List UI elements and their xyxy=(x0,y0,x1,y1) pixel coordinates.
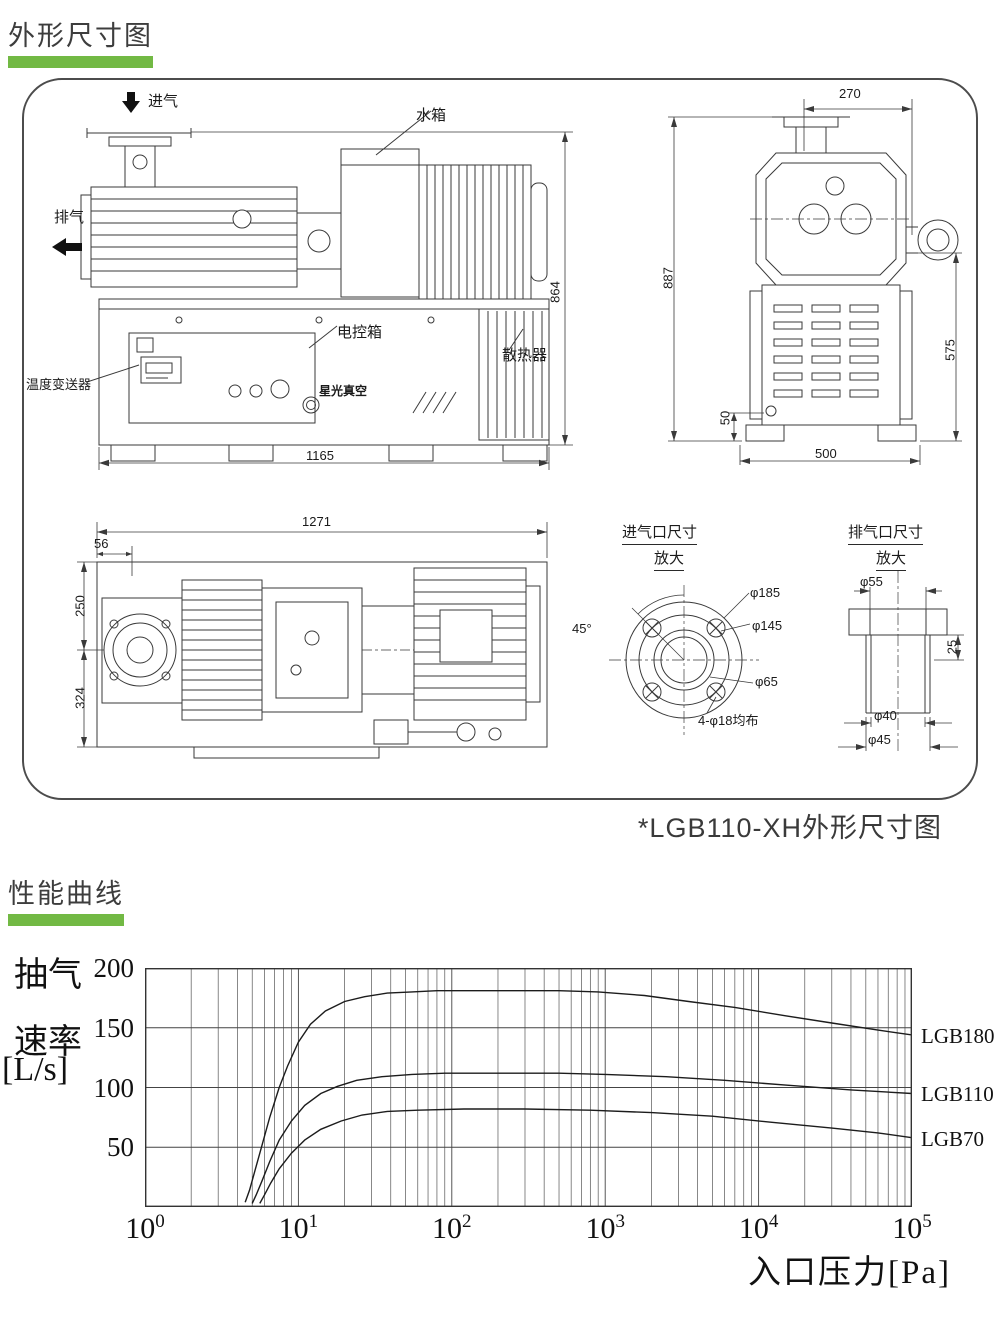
dim-575: 575 xyxy=(942,339,958,361)
x-tick-10e4: 104 xyxy=(738,1211,779,1245)
y-tick-200: 200 xyxy=(93,953,135,983)
top-view-drawing xyxy=(77,522,548,759)
section-title-dimensions: 外形尺寸图 xyxy=(8,14,153,68)
series-label-LGB180: LGB180 xyxy=(921,1023,995,1048)
curve-LGB180 xyxy=(244,990,912,1203)
dim-270: 270 xyxy=(839,86,861,101)
dim-phi45: φ45 xyxy=(868,732,891,747)
inlet-label: 进气 xyxy=(148,93,179,110)
inlet-down-arrow-icon xyxy=(122,92,140,113)
series-label-LGB70: LGB70 xyxy=(921,1126,984,1151)
temp-transmitter-label: 温度变送器 xyxy=(26,377,92,392)
dimensions-title-text: 外形尺寸图 xyxy=(8,21,153,51)
exhaust-left-arrow-icon xyxy=(52,238,82,256)
brand-logo-text: 星光真空 xyxy=(319,384,368,398)
y-axis-label-line3: [L/s] xyxy=(2,1051,69,1088)
bolt-pattern-note: 4-φ18均布 xyxy=(698,713,759,728)
inlet-detail-title: 进气口尺寸 xyxy=(622,521,698,545)
radiator-label: 散热器 xyxy=(502,347,548,364)
front-view-drawing xyxy=(80,110,573,470)
dim-25: 25 xyxy=(944,639,960,655)
y-tick-50: 50 xyxy=(107,1132,134,1163)
dim-864: 864 xyxy=(547,281,563,303)
side-view-drawing xyxy=(668,99,962,465)
dim-phi65: φ65 xyxy=(755,674,778,689)
dim-50: 50 xyxy=(717,410,733,426)
water-tank-label: 水箱 xyxy=(416,107,447,124)
series-label-LGB110: LGB110 xyxy=(921,1082,994,1107)
dim-887: 887 xyxy=(660,267,676,289)
accent-underline xyxy=(8,914,124,926)
inlet-callout: 进气 xyxy=(122,90,178,113)
section-title-performance: 性能曲线 xyxy=(8,872,124,926)
curve-LGB110 xyxy=(251,1072,912,1204)
dim-phi40: φ40 xyxy=(874,708,897,723)
x-tick-10e1: 101 xyxy=(278,1211,319,1245)
exhaust-label: 排气 xyxy=(54,209,85,226)
y-tick-100: 100 xyxy=(93,1072,135,1103)
plot-area xyxy=(145,968,912,1207)
outlet-port-detail-drawing xyxy=(838,571,964,753)
inlet-detail-subtitle: 放大 xyxy=(654,547,685,571)
x-tick-10e2: 102 xyxy=(432,1211,472,1245)
figure-caption: *LGB110-XH外形尺寸图 xyxy=(637,813,942,843)
inlet-port-detail-drawing xyxy=(609,585,759,735)
performance-title-text: 性能曲线 xyxy=(8,879,124,909)
y-axis-label-line1: 抽气 xyxy=(14,957,82,994)
dim-1271: 1271 xyxy=(302,514,331,529)
outlet-detail-title: 排气口尺寸 xyxy=(848,521,924,545)
x-axis-label: 入口压力[Pa] xyxy=(748,1255,951,1291)
x-tick-10e0: 100 xyxy=(125,1211,165,1245)
dim-324: 324 xyxy=(72,687,88,709)
outlet-detail-subtitle: 放大 xyxy=(876,547,907,571)
dim-phi55: φ55 xyxy=(860,574,883,589)
y-axis-label-line2: 速率 xyxy=(14,1024,82,1061)
dim-phi145: φ145 xyxy=(752,618,783,633)
dim-1165: 1165 xyxy=(306,448,334,463)
dim-250: 250 xyxy=(72,595,88,617)
accent-underline xyxy=(8,56,153,68)
curve-LGB70 xyxy=(259,1108,912,1204)
dim-56: 56 xyxy=(94,536,109,551)
dimension-drawing-panel: 进气 排气 水箱 电控箱 散热器 温度变送器 星光真空 864 1165 270… xyxy=(22,78,978,800)
dim-phi185: φ185 xyxy=(750,585,781,600)
dim-500: 500 xyxy=(815,446,837,461)
y-tick-150: 150 xyxy=(93,1012,135,1043)
x-tick-10e5: 105 xyxy=(892,1211,932,1245)
performance-chart: 抽气 速率 [L/s] 50 100 150 200 100 101 102 103 104 1… xyxy=(0,935,1000,1319)
dim-45deg: 45° xyxy=(572,621,592,636)
control-box-label: 电控箱 xyxy=(337,324,383,341)
x-tick-10e3: 103 xyxy=(585,1211,625,1245)
